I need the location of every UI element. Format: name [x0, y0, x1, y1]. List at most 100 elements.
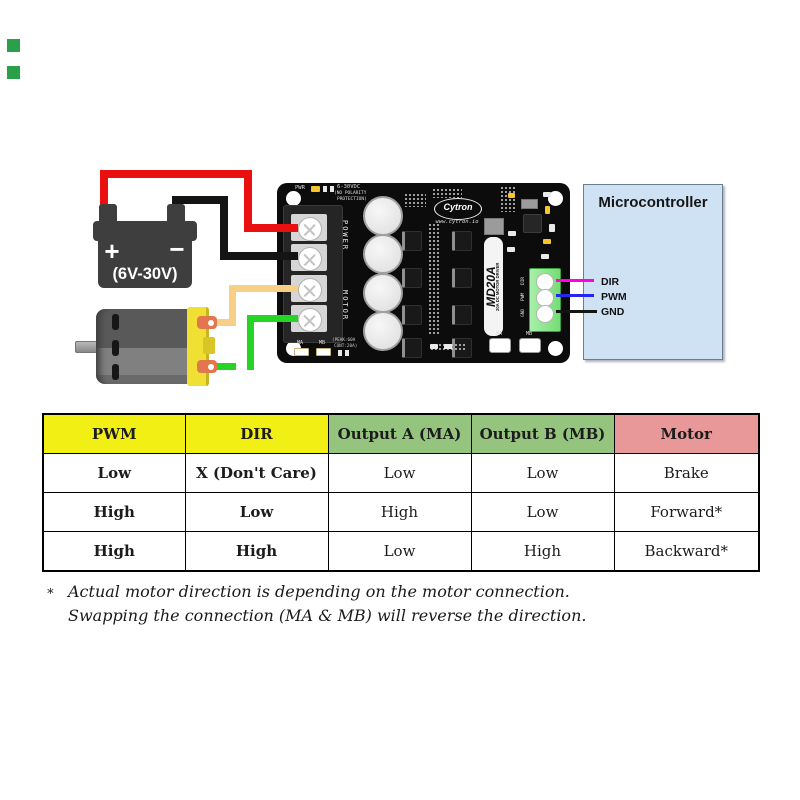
resistor [521, 199, 538, 209]
ic-chip [523, 214, 542, 233]
mcu-pin-dir: DIR [601, 276, 620, 288]
smd-pad [545, 206, 550, 214]
cell-output-b: High [470, 531, 615, 572]
mosfet [402, 305, 422, 325]
test-button-mb [519, 338, 541, 353]
smd-pads [338, 350, 350, 356]
mosfet [402, 231, 422, 251]
cell-motor: Forward* [613, 492, 760, 532]
motor-wire-ma [208, 319, 236, 326]
pwr-label: PWR [295, 185, 305, 191]
led-label-ma: MA [297, 340, 304, 346]
mosfet [402, 338, 422, 358]
screw-icon [298, 308, 322, 332]
mosfet [402, 268, 422, 288]
battery-plus-label: + [104, 236, 120, 266]
cell-output-a: Low [327, 453, 472, 493]
cell-output-a: High [327, 492, 472, 532]
microcontroller-title: Microcontroller [598, 194, 708, 211]
via-dots [500, 186, 516, 212]
microcontroller-box: Microcontroller DIR PWM GND [583, 184, 723, 360]
motor-driver-board: PWR 6-30VDC (NO POLARITY PROTECTION) V+ … [277, 183, 570, 363]
smd-pads [323, 186, 334, 192]
ma-led [294, 348, 309, 356]
cell-output-b: Low [470, 492, 615, 532]
button-label-ma: MA [495, 331, 503, 337]
motor-tab [203, 337, 215, 354]
cell-motor: Brake [613, 453, 760, 493]
via-dots [428, 223, 440, 335]
motor-vent [112, 314, 119, 330]
pwr-led [311, 186, 320, 192]
smd-pad [508, 193, 515, 198]
dc-motor [96, 309, 191, 384]
footnote-line-1: Actual motor direction is depending on t… [68, 582, 570, 601]
via-dots [404, 193, 426, 207]
cell-dir: High [184, 531, 329, 572]
mosfet [452, 231, 472, 251]
header-output-a: Output A (MA) [327, 413, 472, 454]
capacitor [363, 273, 403, 313]
header-pwm: PWM [42, 413, 186, 454]
polarity-label: (NO POLARITY [334, 191, 367, 196]
header-output-b: Output B (MB) [470, 413, 615, 454]
signal-pin-gnd [536, 305, 554, 323]
battery-positive-wire [100, 170, 252, 178]
smd-pad [430, 344, 438, 349]
gnd-signal-wire [556, 310, 597, 313]
board-component [484, 218, 504, 235]
website-label: www.cytron.io [435, 219, 479, 225]
smd-pad [543, 239, 551, 244]
rating-label: (PEAK:60A [332, 338, 356, 343]
cell-output-a: Low [327, 531, 472, 572]
battery-cap [93, 221, 197, 241]
green-marker-icon [7, 39, 20, 52]
smd-pad [549, 224, 555, 232]
model-desc-label: 20A DC MOTOR DRIVER [495, 262, 500, 311]
capacitor [363, 196, 403, 236]
capacitor [363, 234, 403, 274]
battery-negative-wire [172, 196, 228, 204]
capacitor [363, 311, 403, 351]
mounting-hole [548, 341, 563, 356]
via-dots [432, 188, 462, 198]
header-motor: Motor [613, 413, 760, 454]
battery-voltage-label: (6V-30V) [112, 265, 178, 283]
battery-positive-post [99, 204, 117, 222]
cell-dir: Low [184, 492, 329, 532]
motor-wire-ma [229, 285, 236, 326]
battery-negative-wire [220, 252, 298, 260]
cell-motor: Backward* [613, 531, 760, 572]
screw-icon [298, 247, 322, 271]
pwm-signal-wire [556, 294, 594, 297]
mb-led [316, 348, 331, 356]
smd-pad [508, 231, 516, 236]
motor-wire-mb [247, 315, 298, 322]
cell-pwm: High [42, 492, 186, 532]
battery-positive-wire [244, 170, 252, 232]
rating-label: CONT:20A) [334, 344, 358, 349]
motor-vent [112, 364, 119, 380]
mcu-pin-gnd: GND [601, 306, 625, 318]
table-row: Low X (Don't Care) Low Low Brake [42, 453, 760, 493]
motor-vent [112, 340, 119, 356]
green-marker-icon [7, 66, 20, 79]
battery-minus-label: − [169, 234, 185, 264]
mounting-hole [286, 191, 301, 206]
truth-table: PWM DIR Output A (MA) Output B (MB) Moto… [42, 413, 760, 572]
smd-pad [541, 254, 549, 259]
motor-terminal-b [197, 360, 217, 373]
footnote-asterisk: ∗ [46, 584, 55, 599]
protection-label: PROTECTION) [337, 197, 367, 202]
cell-dir: X (Don't Care) [184, 453, 329, 493]
battery-negative-post [167, 204, 185, 222]
vdc-label: 6-30VDC [337, 184, 361, 190]
footnote-line-2: Swapping the connection (MA & MB) will r… [68, 606, 587, 625]
mcu-pin-pwm: PWM [601, 291, 627, 303]
mosfet [452, 305, 472, 325]
mosfet [452, 268, 472, 288]
cell-pwm: High [42, 531, 186, 572]
battery-negative-wire [220, 196, 228, 260]
button-label-mb: MB [525, 331, 533, 337]
